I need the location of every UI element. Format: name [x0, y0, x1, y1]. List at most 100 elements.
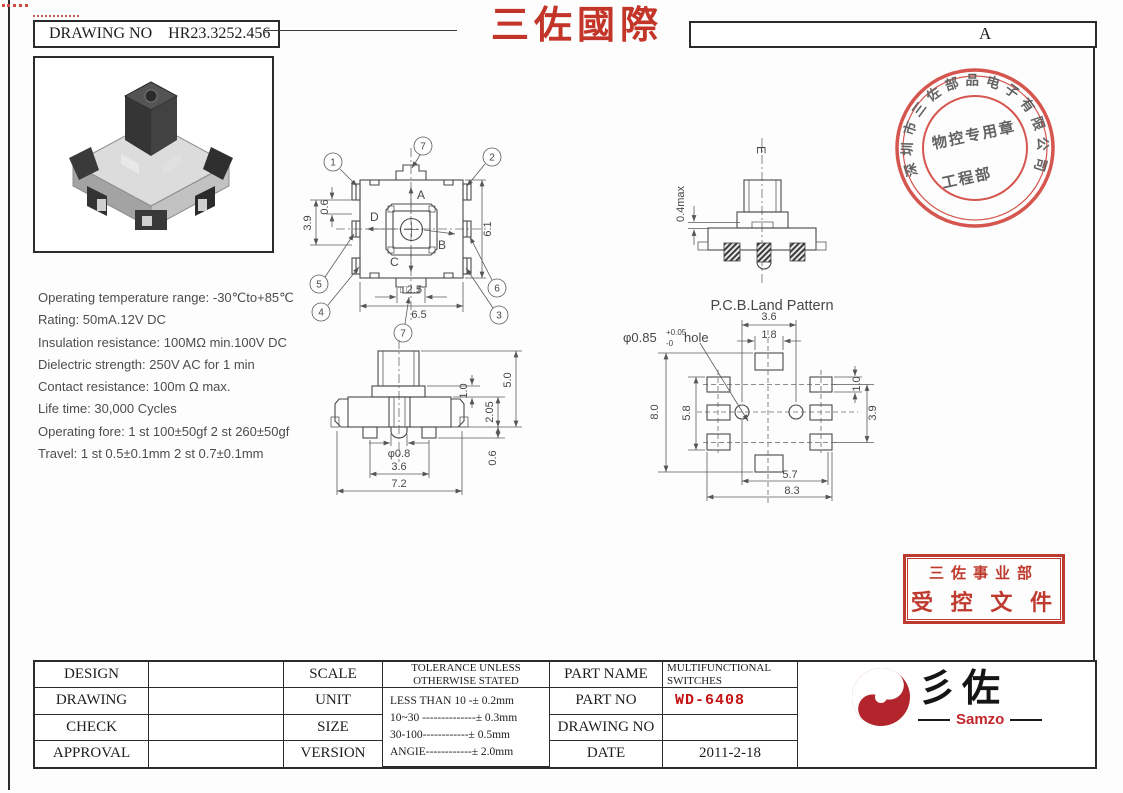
cell-approval-label: APPROVAL [35, 740, 149, 767]
pcb-hole-tol-minus: -0 [666, 339, 674, 348]
pcb-dim-5-8: 5.8 [681, 405, 693, 420]
spec-line: Contact resistance: 100m Ω max. [38, 379, 231, 395]
control-stamp-line1: 三佐事业部 [928, 563, 1039, 582]
dim-0-4max: 0.4max [675, 185, 687, 222]
dim-7-2: 7.2 [391, 478, 406, 490]
callout-leaders [324, 154, 494, 325]
company-title: 三佐國際 [490, 3, 663, 47]
view-label-e: E [754, 146, 768, 154]
drawing-no-label: DRAWING NO [49, 25, 153, 42]
pcb-hole-tol-plus: +0.05 [666, 328, 687, 337]
pcb-hole-word: hole [684, 330, 709, 345]
cell-check-label: CHECK [35, 714, 149, 741]
red-scan-artifact-corner [2, 4, 28, 7]
company-seal: 深圳市三佐部品电子有限公司 物控专用章 工程部 [895, 68, 1055, 228]
cell-part-name-value: MULTIFUNCTIONAL SWITCHES [663, 662, 798, 689]
tolerance-line: ANGIE------------± 2.0mm [390, 746, 514, 759]
seal-ring-text: 深圳市三佐部品电子有限公司 [899, 72, 1044, 179]
cell-design-label: DESIGN [35, 662, 149, 689]
page-border-left [8, 0, 10, 790]
cell-unit-label: UNIT [284, 688, 383, 715]
top-view: A B C D 1 7 2 5 4 6 [302, 136, 509, 343]
cell-scale-label: SCALE [284, 662, 383, 689]
callout-6: 6 [494, 284, 500, 295]
pcb-dim-8-3: 8.3 [784, 485, 799, 497]
drawing-no-box: DRAWING NO HR23.3252.456 [33, 20, 280, 48]
side-view: E 0.4max [675, 138, 827, 285]
pcb-hole-dia: φ0.85 [623, 330, 657, 345]
drawing-no-value: HR23.3252.456 [168, 25, 271, 42]
pcb-dim-8-0: 8.0 [649, 404, 661, 419]
cell-check-signature [149, 714, 284, 741]
direction-c: C [390, 255, 399, 269]
pcb-title: P.C.B.Land Pattern [710, 298, 833, 314]
front-view-dimensions: φ0.8 3.6 7.2 1.0 2.05 0.6 5.0 [336, 350, 522, 495]
pcb-dimensions: 3.6 1.8 8.0 5.8 1.0 3.9 5. [649, 311, 879, 501]
pcb-land-pattern: P.C.B.Land Pattern φ0.85 +0.05 -0 hol [623, 298, 879, 505]
page-border-right [1093, 21, 1095, 766]
callout-2: 2 [489, 153, 495, 164]
red-scan-artifact [33, 15, 79, 17]
spec-line: Dielectric strength: 250V AC for 1 min [38, 356, 255, 372]
callout-3: 3 [496, 311, 502, 322]
pcb-dim-5-7: 5.7 [782, 469, 797, 481]
logo-samzo-row: Samzo [918, 711, 1043, 728]
cell-tolerance-header: TOLERANCE UNLESS OTHERWISE STATED [383, 662, 550, 689]
controlled-document-stamp: 三佐事业部 受 控 文 件 [903, 554, 1065, 624]
controlled-document-stamp-inner: 三佐事业部 受 控 文 件 [907, 558, 1061, 620]
spec-line: Life time: 30,000 Cycles [38, 401, 177, 417]
logo-characters: 彡佐 [918, 666, 1007, 710]
direction-d: D [370, 210, 379, 224]
top-view-button [385, 203, 438, 256]
title-block: DESIGN SCALE TOLERANCE UNLESS OTHERWISE … [33, 660, 1097, 769]
spec-line: Rating: 50mA.12V DC [38, 312, 166, 328]
dim-0-6-lead: 0.6 [487, 450, 499, 465]
tolerance-line: LESS THAN 10 -± 0.2mm [390, 695, 514, 708]
front-view: φ0.8 3.6 7.2 1.0 2.05 0.6 5.0 [330, 340, 522, 495]
pcb-dim-3-6: 3.6 [761, 311, 776, 323]
cell-drawing-signature [149, 688, 284, 715]
cell-drawing-label: DRAWING [35, 688, 149, 715]
dim-3-9: 3.9 [302, 215, 314, 230]
dim-2-05: 2.05 [484, 401, 496, 422]
seal-line2: 工程部 [940, 164, 994, 192]
callout-1: 1 [330, 158, 336, 169]
spec-list: Operating temperature range: -30℃to+85℃ … [38, 287, 328, 465]
pcb-dim-3-9: 3.9 [867, 405, 879, 420]
cell-part-name-label: PART NAME [550, 662, 663, 689]
dim-5-0: 5.0 [502, 372, 514, 387]
product-photo-illustration [69, 81, 233, 230]
logo-text: 彡佐 Samzo [918, 666, 1043, 728]
cell-date-value: 2011-2-18 [663, 740, 798, 767]
side-view-dimension: 0.4max [675, 185, 740, 245]
callout-7-bottom: 7 [400, 329, 406, 340]
cell-part-no-label: PART NO [550, 688, 663, 715]
cell-approval-signature [149, 740, 284, 767]
logo-name: Samzo [956, 711, 1005, 728]
logo-cell: 彡佐 Samzo [798, 662, 1095, 767]
direction-a: A [417, 188, 425, 202]
pcb-dim-1-0: 1.0 [851, 376, 863, 391]
callout-7-top: 7 [420, 142, 426, 153]
product-photo [33, 56, 274, 253]
cell-design-signature [149, 662, 284, 689]
direction-b: B [438, 238, 446, 252]
spec-line: Travel: 1 st 0.5±0.1mm 2 st 0.7±0.1mm [38, 446, 264, 462]
cell-tolerance-body: LESS THAN 10 -± 0.2mm 10~30 ------------… [383, 688, 550, 767]
revision-box: A [689, 21, 1097, 48]
dim-2-5: □2.5 [400, 284, 422, 296]
dim-0-6: 0.6 [319, 199, 331, 214]
dim-1-0: 1.0 [458, 383, 470, 398]
dim-phi-0-8: φ0.8 [388, 448, 410, 460]
tolerance-line: 30-100------------± 0.5mm [390, 729, 510, 742]
logo-dash-left [918, 718, 950, 721]
spec-line: Insulation resistance: 100MΩ min.100V DC [38, 334, 287, 350]
logo-dash-right [1010, 718, 1043, 721]
cell-drawing-no-label: DRAWING NO [550, 714, 663, 741]
pcb-dim-1-8: 1.8 [761, 329, 776, 341]
cell-size-label: SIZE [284, 714, 383, 741]
samzo-logo-icon [852, 668, 910, 726]
svg-text:深圳市三佐部品电子有限公司: 深圳市三佐部品电子有限公司 [899, 72, 1050, 179]
cell-date-label: DATE [550, 740, 663, 767]
